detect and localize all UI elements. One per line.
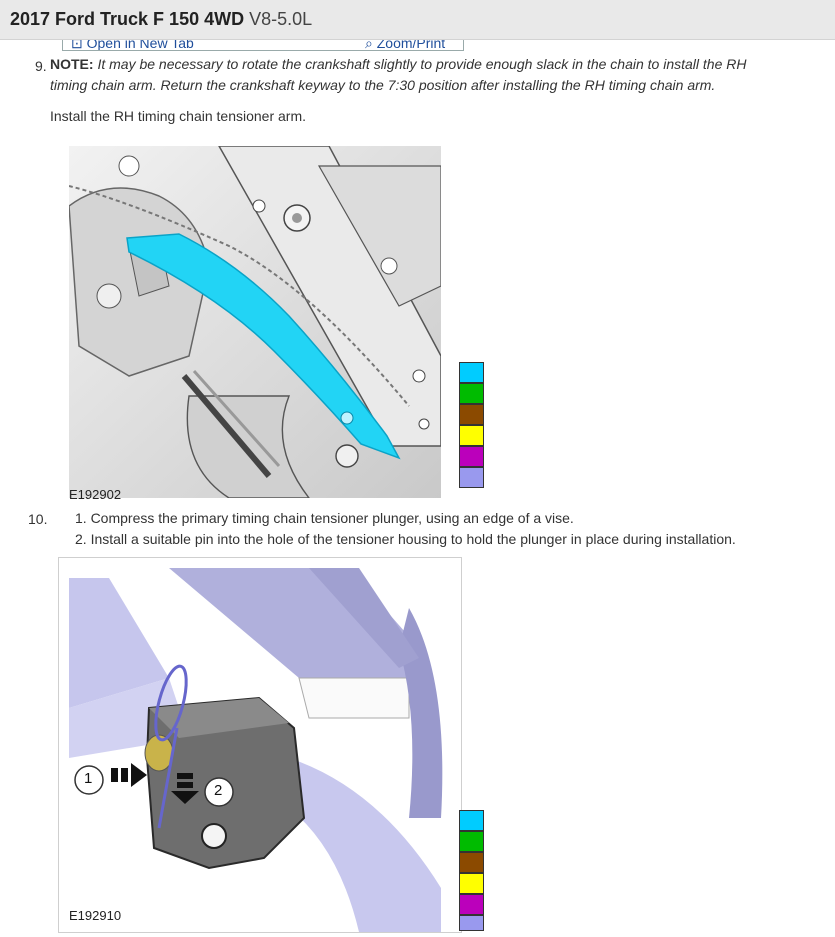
callout-1-label: 1 — [84, 770, 93, 787]
arrow-compress-icon — [111, 763, 147, 787]
swatch-magenta — [459, 446, 484, 467]
swatch-yellow — [459, 873, 484, 894]
swatch-yellow — [459, 425, 484, 446]
open-in-new-tab-link[interactable]: ⊡ Open in New Tab — [71, 40, 194, 51]
tensioner-plunger-illustration — [59, 558, 461, 932]
step-10-instructions: 1. Compress the primary timing chain ten… — [75, 508, 815, 550]
callout-2-label: 2 — [214, 782, 223, 799]
swatch-cyan — [459, 810, 484, 831]
step-10-item-1: 1. Compress the primary timing chain ten… — [75, 510, 574, 526]
callout-1-circle — [74, 765, 104, 795]
page-title: 2017 Ford Truck F 150 4WD V8-5.0L — [10, 9, 312, 30]
note-label: NOTE: — [50, 56, 94, 72]
figure-toolbar: ⊡ Open in New Tab ⌕ Zoom/Print — [62, 40, 464, 51]
callout-2-circle — [204, 777, 234, 807]
figure-e192910[interactable]: 1 2 E192910 — [58, 557, 462, 933]
step-9-instruction: Install the RH timing chain tensioner ar… — [50, 108, 306, 124]
swatch-lavender — [459, 467, 484, 488]
step-9-number: 9. — [35, 58, 47, 74]
swatch-magenta — [459, 894, 484, 915]
engine-subtitle: V8-5.0L — [249, 9, 313, 29]
note-line-1: It may be necessary to rotate the cranks… — [97, 56, 747, 72]
header-bar: 2017 Ford Truck F 150 4WD V8-5.0L — [0, 0, 835, 40]
figure-e192902[interactable]: E192902 — [68, 145, 442, 502]
step-9-note: NOTE: It may be necessary to rotate the … — [50, 54, 820, 96]
step-10-item-2: 2. Install a suitable pin into the hole … — [75, 531, 736, 547]
zoom-print-link[interactable]: ⌕ Zoom/Print — [365, 40, 446, 51]
swatch-green — [459, 831, 484, 852]
swatch-brown — [459, 852, 484, 873]
color-palette-1 — [459, 362, 484, 488]
figure-id-label-2: E192910 — [69, 908, 122, 923]
tensioner-arm-highlight — [126, 233, 401, 460]
arrow-pin-icon — [171, 773, 199, 804]
swatch-lavender — [459, 915, 484, 931]
swatch-brown — [459, 404, 484, 425]
swatch-cyan — [459, 362, 484, 383]
vehicle-title: 2017 Ford Truck F 150 4WD — [10, 9, 245, 29]
note-line-2: timing chain arm. Return the crankshaft … — [50, 77, 716, 93]
figure-id-label: E192902 — [69, 487, 122, 502]
timing-chain-arm-illustration — [68, 145, 442, 499]
step-10-number: 10. — [28, 511, 48, 527]
swatch-green — [459, 383, 484, 404]
color-palette-2 — [459, 810, 484, 931]
